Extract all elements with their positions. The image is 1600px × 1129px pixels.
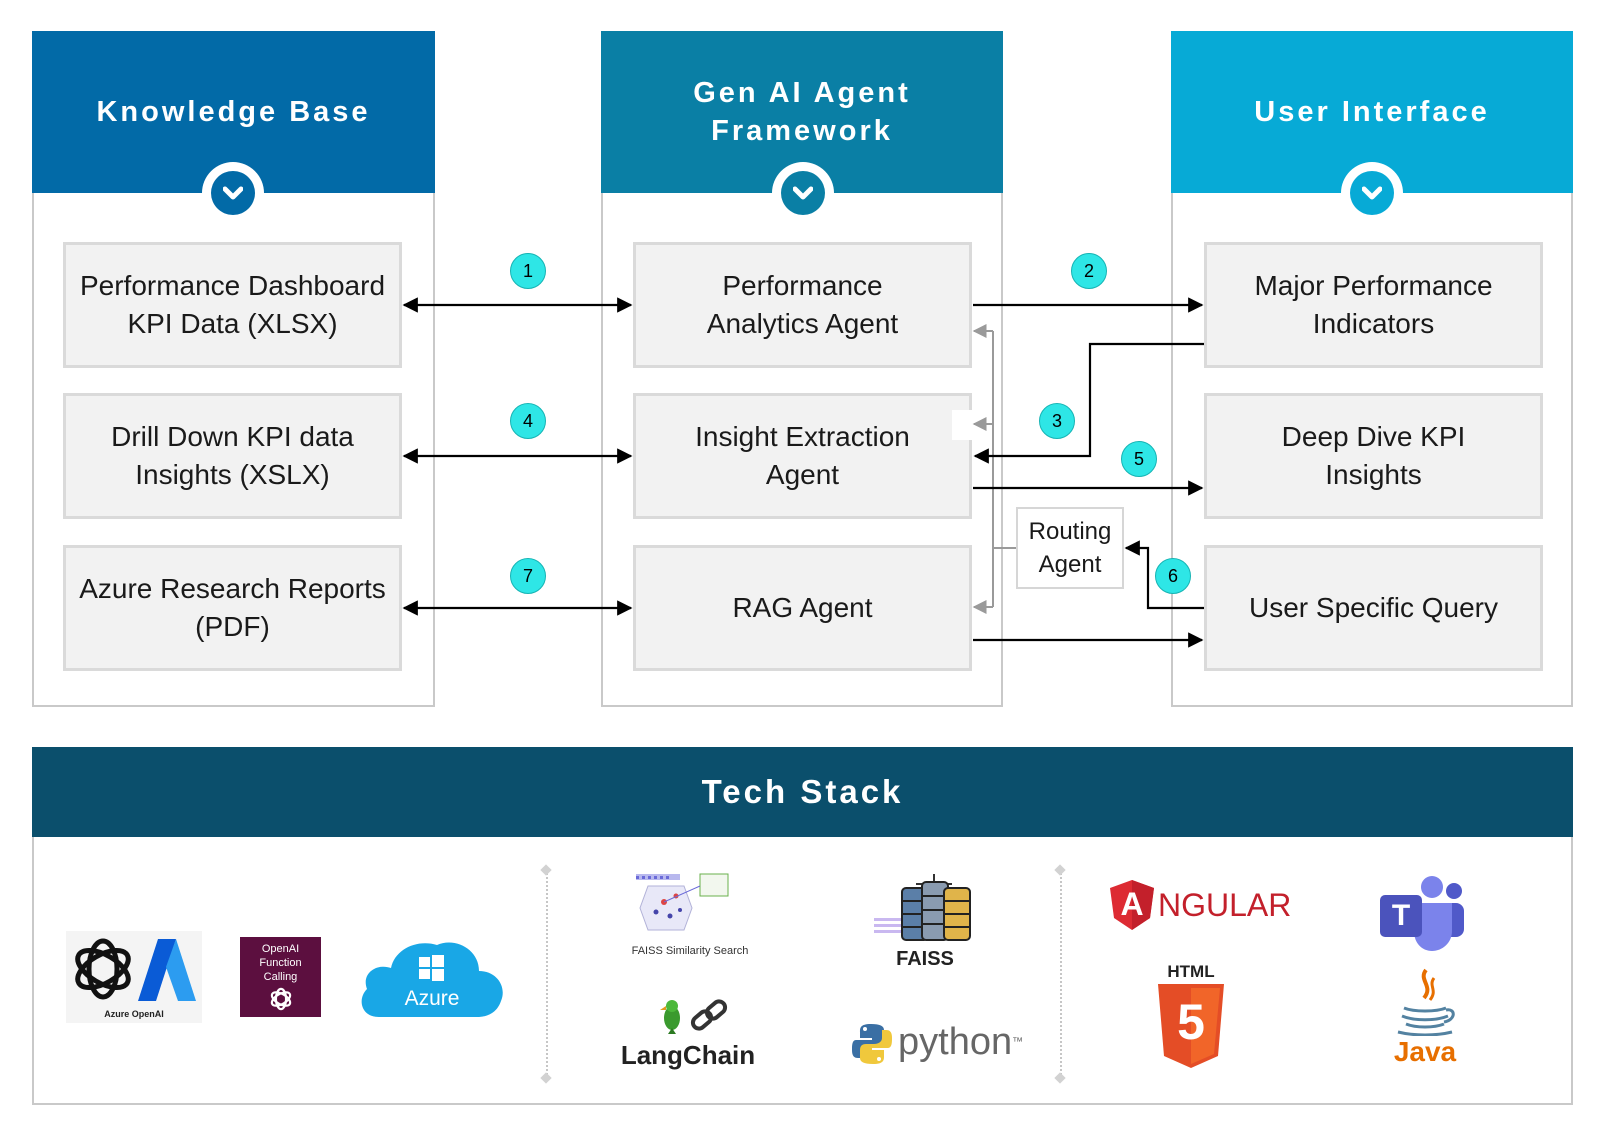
azure-a-icon: [138, 939, 196, 1001]
teams-letter: T: [1391, 899, 1411, 932]
user-interface-chevron: [1341, 162, 1403, 224]
ui-item-label: Deep Dive KPI Insights: [1281, 421, 1466, 490]
teams-logo: T: [1380, 875, 1464, 951]
python-logo: python™: [852, 1020, 1023, 1070]
kb-item-label: Performance Dashboard KPI Data (XLSX): [79, 270, 386, 339]
chevron-down-icon: [1362, 186, 1382, 200]
agent-label: Performance Analytics Agent: [706, 270, 899, 339]
vector-graph-icon: [636, 873, 729, 931]
agent-label: Insight Extraction Agent: [695, 421, 910, 490]
langchain-label: LangChain: [620, 1040, 756, 1070]
azure-openai-logo: Azure OpenAI: [66, 931, 202, 1023]
python-wordmark: python: [898, 1021, 1013, 1063]
agent-framework-header: Gen AI Agent Framework: [601, 31, 1003, 193]
step-badge-6: 6: [1155, 558, 1191, 594]
faiss-logo: FAISS: [872, 874, 978, 972]
angular-label: NGULAR: [1158, 887, 1292, 923]
connector-gap: [952, 410, 972, 440]
tech-separator: [1060, 870, 1062, 1078]
java-label: Java: [1393, 1036, 1457, 1067]
ui-item-label: Major Performance Indicators: [1254, 270, 1493, 339]
python-snake-icon: [852, 1024, 892, 1064]
routing-connector: [972, 324, 1016, 614]
azure-cloud-logo: Azure: [357, 935, 507, 1020]
arrow-3: [973, 342, 1204, 464]
insight-extraction-agent-box: Insight Extraction Agent: [633, 393, 972, 519]
deep-dive-kpi-box: Deep Dive KPI Insights: [1204, 393, 1543, 519]
step-badge-7: 7: [510, 558, 546, 594]
user-interface-title: User Interface: [1254, 96, 1490, 128]
kb-azure-reports-box: Azure Research Reports (PDF): [63, 545, 402, 671]
cloud-icon: [361, 942, 503, 1017]
user-specific-query-box: User Specific Query: [1204, 545, 1543, 671]
major-performance-indicators-box: Major Performance Indicators: [1204, 242, 1543, 368]
agent-framework-chevron: [772, 162, 834, 224]
teams-icon: [1380, 876, 1464, 951]
kb-item-label: Drill Down KPI data Insights (XSLX): [111, 421, 354, 490]
html5-logo: HTML 5: [1156, 962, 1226, 1068]
chevron-down-icon: [793, 186, 813, 200]
parrot-chain-icon: [660, 999, 728, 1034]
angular-logo: A NGULAR: [1110, 880, 1300, 930]
step-badge-5: 5: [1121, 441, 1157, 477]
knowledge-base-title: Knowledge Base: [96, 96, 371, 128]
python-label: python™: [898, 1020, 1023, 1064]
java-logo: Java: [1390, 968, 1460, 1074]
tech-separator: [546, 870, 548, 1078]
routing-agent-label: Routing Agent: [1028, 518, 1112, 578]
knowledge-base-chevron: [202, 162, 264, 224]
openai-knot-icon: [75, 938, 131, 1000]
step-badge-3: 3: [1039, 403, 1075, 439]
html5-shield-icon: [1158, 984, 1224, 1068]
azure-openai-label: Azure OpenAI: [104, 1009, 164, 1019]
langchain-logo: LangChain: [618, 998, 758, 1074]
faiss-similarity-label: FAISS Similarity Search: [631, 945, 749, 957]
openai-knot-icon: [270, 987, 291, 1011]
step-badge-4: 4: [510, 403, 546, 439]
azure-label: Azure: [404, 987, 460, 1010]
html-label: HTML: [1167, 962, 1215, 981]
kb-item-label: Azure Research Reports (PDF): [79, 573, 386, 642]
openai-function-calling-logo: OpenAI Function Calling: [240, 937, 321, 1017]
rag-agent-box: RAG Agent: [633, 545, 972, 671]
faiss-similarity-logo: FAISS Similarity Search: [620, 872, 760, 962]
kb-drill-down-box: Drill Down KPI data Insights (XSLX): [63, 393, 402, 519]
chevron-down-icon: [223, 186, 243, 200]
agent-framework-title: Gen AI Agent Framework: [693, 77, 911, 147]
routing-agent-box: Routing Agent: [1016, 507, 1124, 589]
angular-a-glyph: A: [1120, 886, 1144, 922]
tech-stack-banner: Tech Stack: [32, 747, 1573, 837]
step-badge-1: 1: [510, 253, 546, 289]
performance-analytics-agent-box: Performance Analytics Agent: [633, 242, 972, 368]
database-icon: [874, 874, 971, 941]
step-badge-2: 2: [1071, 253, 1107, 289]
faiss-label: FAISS: [896, 948, 954, 970]
python-trademark: ™: [1012, 1036, 1024, 1048]
agent-label: RAG Agent: [732, 592, 873, 623]
arrow-6: [1124, 540, 1204, 610]
html5-numeral: 5: [1177, 994, 1205, 1050]
angular-shield-icon: [1110, 880, 1154, 930]
ui-item-label: User Specific Query: [1249, 592, 1498, 623]
function-calling-label: OpenAI Function Calling: [259, 943, 302, 983]
tech-stack-title: Tech Stack: [701, 773, 904, 810]
kb-performance-dashboard-box: Performance Dashboard KPI Data (XLSX): [63, 242, 402, 368]
java-cup-icon: [1397, 968, 1455, 1036]
